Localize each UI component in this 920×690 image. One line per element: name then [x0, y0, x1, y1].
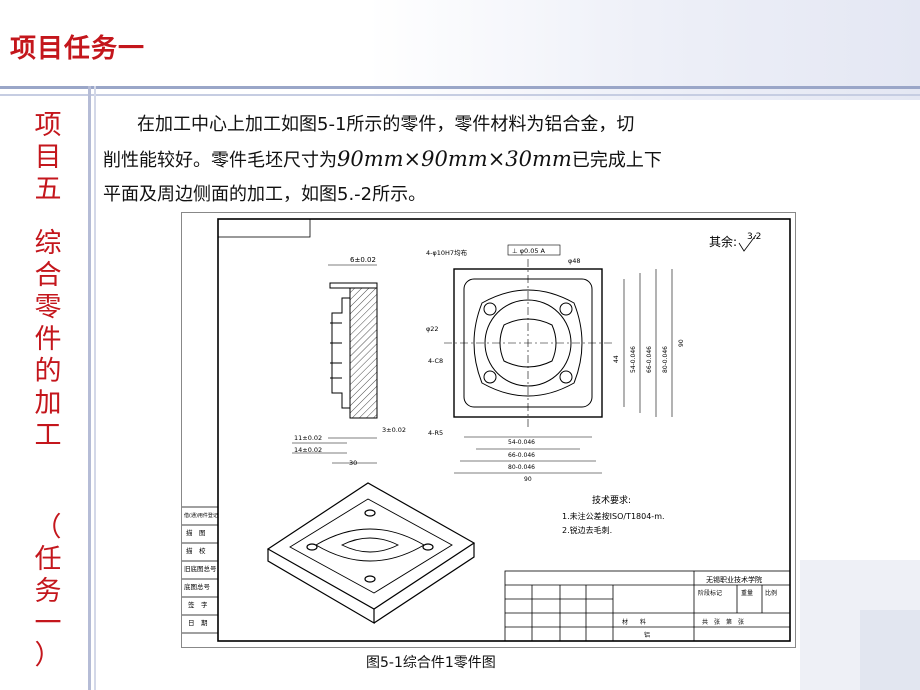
tech-item: 1.未注公差按ISO/T1804-m. [562, 511, 665, 521]
header-background [0, 0, 920, 100]
page-title: 项目任务一 [10, 34, 146, 64]
dim-label: 66-0.046 [508, 452, 535, 459]
dim-label: 4-C8 [428, 357, 443, 365]
dim-label: 80-0.046 [508, 464, 535, 471]
sidebar-char: （ [34, 512, 62, 543]
dim-label: 6±0.02 [350, 256, 376, 264]
left-strip: 借(通)用件登记 描 图 描 校 旧底图总号 底图总号 签 字 日 期 [182, 506, 218, 634]
decor-block [860, 610, 920, 690]
sidebar-char: 综 [34, 228, 62, 259]
sidebar-char: 合 [34, 260, 62, 291]
tech-item: 2.锐边去毛刺. [562, 525, 612, 535]
blank-size-formula: 90mm×90mm×30mm [337, 147, 572, 171]
strip-label: 签 字 [188, 600, 208, 609]
roughness-symbol [738, 234, 757, 252]
dim-label: 30 [349, 459, 357, 467]
dim-label: 44 [613, 355, 620, 363]
strip-label: 旧底图总号 [184, 564, 217, 573]
sidebar-char: 五 [34, 174, 62, 205]
dim-label: 90 [524, 476, 532, 483]
drawing-svg: 借(通)用件登记 描 图 描 校 旧底图总号 底图总号 签 字 日 期 其余: … [182, 218, 791, 642]
tb-material-value: 铝 [644, 631, 650, 639]
tb-col: 比例 [765, 589, 777, 597]
sidebar-char: 目 [34, 142, 62, 173]
para-line-2b: 已完成上下 [571, 150, 662, 171]
sidebar-char: 加 [34, 388, 62, 419]
tolerance-frame: ⊥ φ0.05 A [512, 247, 546, 255]
plan-view [444, 259, 673, 474]
title-block [504, 570, 791, 642]
roughness-label: 其余: [709, 234, 737, 249]
sidebar-char: 件 [34, 324, 62, 355]
tb-sheet: 共 张 第 张 [702, 618, 744, 626]
dim-label: 3±0.02 [382, 426, 406, 434]
dim-label: 90 [678, 339, 685, 347]
dim-label: 11±0.02 [294, 434, 322, 442]
dim-label: 54-0.046 [630, 346, 637, 373]
body-paragraph: 在加工中心上加工如图5-1所示的零件，零件材料为铝合金，切 削性能较好。零件毛坯… [103, 108, 783, 212]
sidebar-char: 一 [34, 608, 62, 639]
inner-frame [217, 218, 791, 642]
dim-label: 54-0.046 [508, 439, 535, 446]
tech-title: 技术要求: [592, 494, 631, 506]
tb-col: 阶段标记 [698, 589, 722, 597]
dim-label: 4-φ10H7均布 [426, 248, 468, 257]
engineering-drawing: 借(通)用件登记 描 图 描 校 旧底图总号 底图总号 签 字 日 期 其余: … [181, 212, 796, 648]
section-view [292, 264, 378, 464]
strip-label: 借(通)用件登记 [184, 512, 218, 519]
strip-label: 日 期 [188, 619, 208, 627]
strip-label: 底图总号 [184, 582, 211, 591]
sidebar-divider-2 [94, 86, 96, 690]
para-line-3: 平面及周边侧面的加工，如图5.-2所示。 [103, 184, 427, 205]
strip-label: 描 图 [186, 528, 206, 537]
sidebar-char: 务 [34, 576, 62, 607]
dim-label: 14±0.02 [294, 446, 322, 454]
dim-label: φ22 [426, 325, 439, 333]
tb-material: 材 料 [622, 618, 646, 626]
corner-box [217, 218, 311, 238]
sidebar-char: 零 [34, 292, 62, 323]
para-line-2a: 削性能较好。零件毛坯尺寸为 [103, 150, 337, 171]
header-divider-2 [0, 94, 920, 96]
sidebar-char: 的 [34, 356, 62, 387]
dim-label: 66-0.046 [646, 346, 653, 373]
dim-label: 4-R5 [428, 429, 443, 437]
sidebar-char: 工 [34, 420, 62, 451]
isometric-view [266, 482, 476, 625]
dim-label: φ48 [568, 257, 581, 265]
strip-label: 描 校 [186, 546, 206, 555]
figure-caption: 图5-1综合件1零件图 [366, 655, 496, 671]
dim-label: 80-0.046 [662, 346, 669, 373]
sidebar-char: ） [34, 640, 62, 671]
header-divider [0, 86, 920, 89]
sidebar-divider [88, 86, 91, 690]
para-line-1: 在加工中心上加工如图5-1所示的零件，零件材料为铝合金，切 [137, 114, 635, 135]
sidebar-char: 项 [34, 110, 62, 141]
sidebar-title: 项 目 五 综 合 零 件 的 加 工 （ 任 务 一 ） [30, 110, 66, 672]
tb-col: 重量 [741, 589, 753, 597]
school-name: 无锡职业技术学院 [706, 575, 762, 584]
sidebar-char: 任 [34, 544, 62, 575]
